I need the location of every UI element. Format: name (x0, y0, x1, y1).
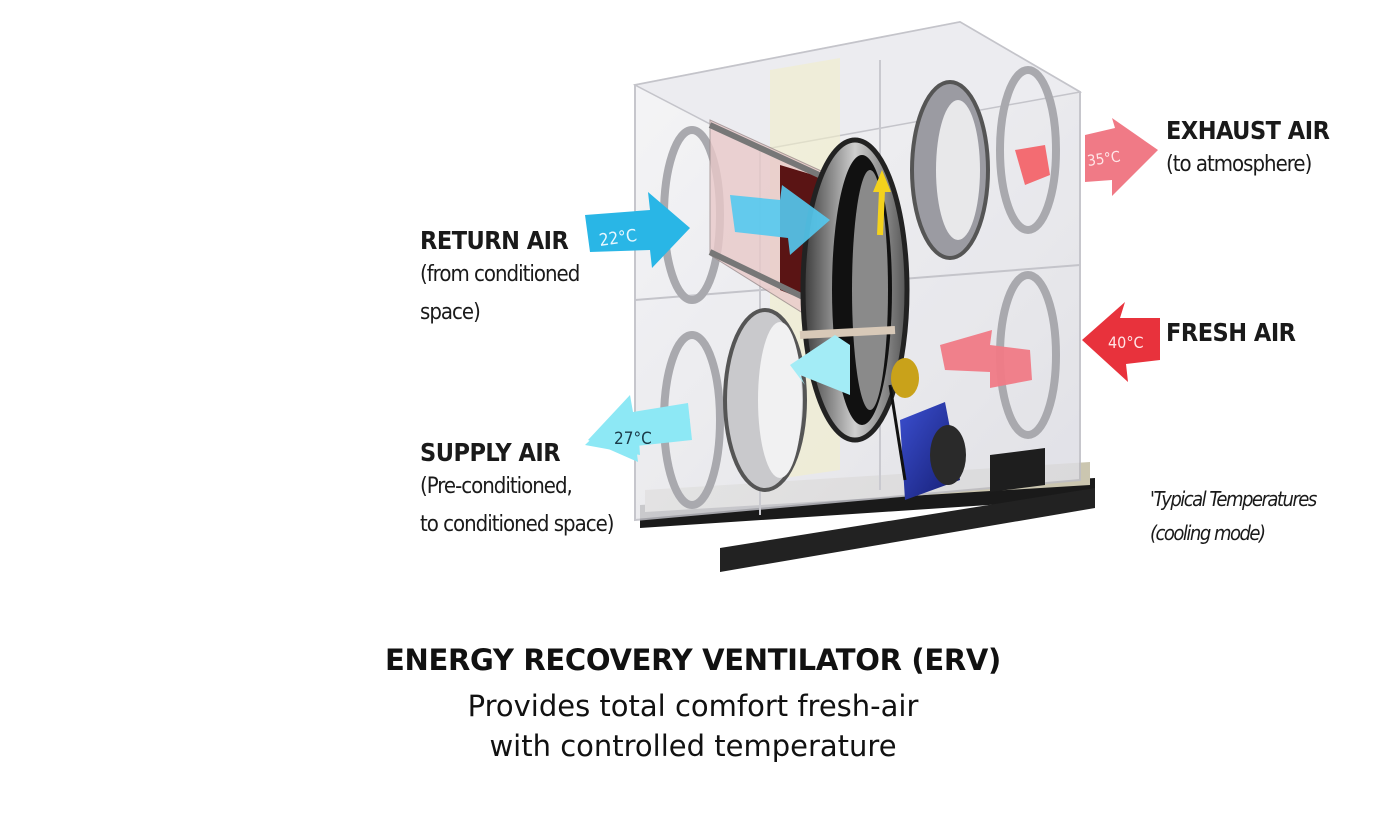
return-air-desc-2: space) (420, 295, 579, 331)
caption-line1: Provides total comfort fresh-air (193, 686, 1193, 726)
supply-air-desc-2: to conditioned space) (420, 507, 614, 543)
supply-fan (725, 310, 805, 490)
caption: ENERGY RECOVERY VENTILATOR (ERV) Provide… (0, 640, 1384, 766)
typical-temperatures-note: 'Typical Temperatures (cooling mode) (1150, 482, 1316, 550)
exhaust-air-desc-1: (to atmosphere) (1166, 145, 1329, 185)
caption-title: ENERGY RECOVERY VENTILATOR (ERV) (193, 640, 1193, 680)
fresh-air-temp: 40°C (1108, 333, 1144, 352)
supply-air-desc-1: (Pre-conditioned, (420, 467, 614, 507)
fresh-air-arrow: 40°C (1082, 302, 1160, 382)
return-air-label: RETURN AIR (from conditioned space) (420, 226, 579, 331)
fresh-air-heading: FRESH AIR (1166, 318, 1296, 347)
typical-temperatures-line1: 'Typical Temperatures (1150, 482, 1316, 516)
return-air-heading: RETURN AIR (420, 226, 579, 255)
exhaust-air-heading: EXHAUST AIR (1166, 116, 1329, 145)
caption-line2: with controlled temperature (193, 726, 1193, 766)
fresh-air-label: FRESH AIR (1166, 318, 1296, 347)
exhaust-air-arrow: 35°C (1085, 118, 1158, 196)
supply-air-temp: 27°C (614, 429, 652, 449)
exhaust-fan (912, 82, 988, 258)
supply-air-heading: SUPPLY AIR (420, 438, 614, 467)
exhaust-air-label: EXHAUST AIR (to atmosphere) (1166, 116, 1329, 185)
erv-diagram: 22°C 27°C 35°C 40°C RETURN AIR (0, 0, 1384, 600)
return-air-desc-1: (from conditioned (420, 255, 579, 295)
typical-temperatures-line2: (cooling mode) (1150, 516, 1316, 550)
supply-air-label: SUPPLY AIR (Pre-conditioned, to conditio… (420, 438, 614, 543)
